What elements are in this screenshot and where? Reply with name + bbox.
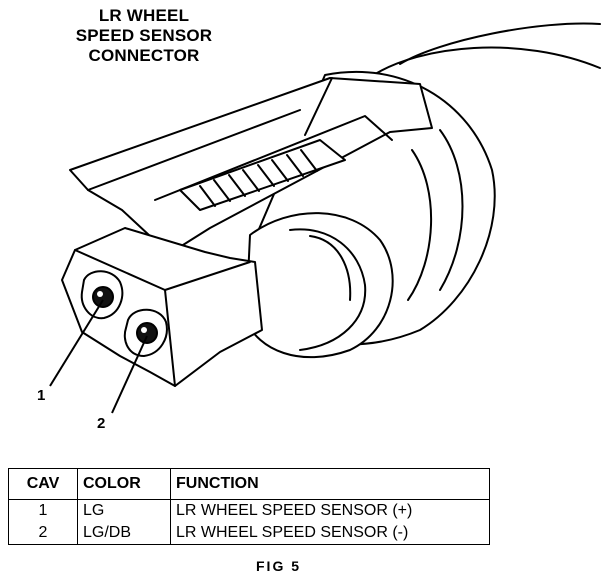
pinout-table: CAV COLOR FUNCTION 1 LG LR WHEEL SPEED S… [8, 468, 490, 545]
front-top-edge [164, 261, 251, 291]
title-line-1: LR WHEEL [98, 6, 190, 25]
latch-ribs [199, 149, 318, 207]
connector-collar [245, 212, 394, 359]
cavity-2-pin-highlight [141, 327, 147, 333]
title-line-2: SPEED SENSOR [75, 26, 213, 45]
cell-cav: 1 [8, 499, 78, 522]
cell-function: LR WHEEL SPEED SENSOR (-) [170, 522, 490, 545]
latch-window [179, 139, 346, 211]
header-function: FUNCTION [170, 468, 490, 500]
cavity-2-pin [136, 322, 158, 344]
cell-color: LG [77, 499, 171, 522]
table-row: 2 LG/DB LR WHEEL SPEED SENSOR (-) [8, 522, 490, 545]
rear-ring-1 [439, 129, 464, 291]
diagram-title: LR WHEEL SPEED SENSOR CONNECTOR [46, 6, 242, 66]
collar-ring-2 [309, 235, 352, 301]
cavity-1-pin [92, 286, 114, 308]
cavity-1-pin-highlight [97, 291, 103, 297]
header-color: COLOR [77, 468, 171, 500]
figure-caption: FIG 5 [256, 558, 302, 574]
callout-2: 2 [97, 415, 106, 432]
latch-side [304, 77, 333, 136]
header-cav: CAV [8, 468, 78, 500]
latch-inner [154, 115, 393, 201]
cell-color: LG/DB [77, 522, 171, 545]
cell-function: LR WHEEL SPEED SENSOR (+) [170, 499, 490, 522]
wire-upper [371, 46, 601, 77]
table-header-row: CAV COLOR FUNCTION [8, 468, 490, 500]
callout-1: 1 [37, 387, 46, 404]
wire-lower [399, 22, 601, 65]
rear-ring-2 [407, 149, 433, 301]
connector-illustration [49, 22, 601, 414]
leader-line-1 [49, 299, 104, 387]
title-line-3: CONNECTOR [88, 46, 200, 65]
collar-ring [289, 228, 367, 351]
leader-line-2 [111, 335, 148, 414]
table-row: 1 LG LR WHEEL SPEED SENSOR (+) [8, 499, 490, 522]
latch-edge [87, 109, 301, 191]
cell-cav: 2 [8, 522, 78, 545]
